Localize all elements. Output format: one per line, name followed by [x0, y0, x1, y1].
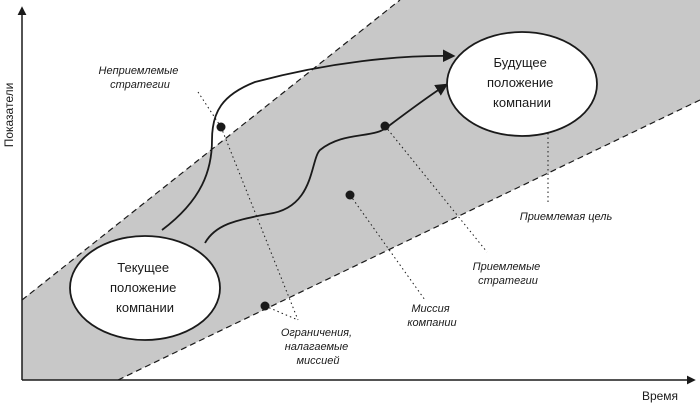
- current-position-line-2: положение: [110, 280, 176, 295]
- svg-text:Будущее положение: Будущее положение компании: [487, 55, 557, 110]
- y-axis-label: Показатели: [2, 83, 16, 148]
- current-position-node: Текущее положение компании: [69, 235, 221, 341]
- future-position-node: Будущее положение компании: [446, 31, 598, 137]
- svg-text:Текущее положение: Текущее положение компании: [110, 260, 180, 315]
- future-position-line-1: Будущее: [493, 55, 546, 70]
- leader-constraint-dot: [264, 305, 299, 321]
- acceptable-goal-label: Приемлемая цель: [520, 211, 613, 223]
- leader-mission-constraints: [220, 126, 299, 321]
- future-position-line-3: компании: [493, 95, 551, 110]
- leader-acceptable-strategies: [384, 125, 488, 253]
- current-position-line-3: компании: [116, 300, 174, 315]
- mission-constraints-label: Ограничения, налагаемые миссией: [281, 327, 355, 367]
- future-position-line-2: положение: [487, 75, 553, 90]
- unacceptable-strategy-path: [161, 49, 456, 231]
- x-axis-label: Время: [642, 389, 678, 403]
- unacceptable-strategies-label: Неприемлемые стратегии: [99, 65, 182, 91]
- acceptable-strategy-path: [204, 83, 449, 244]
- current-position-line-1: Текущее: [117, 260, 169, 275]
- lower-boundary-line: [117, 99, 700, 381]
- company-mission-label: Миссия компании: [407, 303, 456, 329]
- acceptable-strategies-label: Приемлемые стратегии: [473, 261, 544, 287]
